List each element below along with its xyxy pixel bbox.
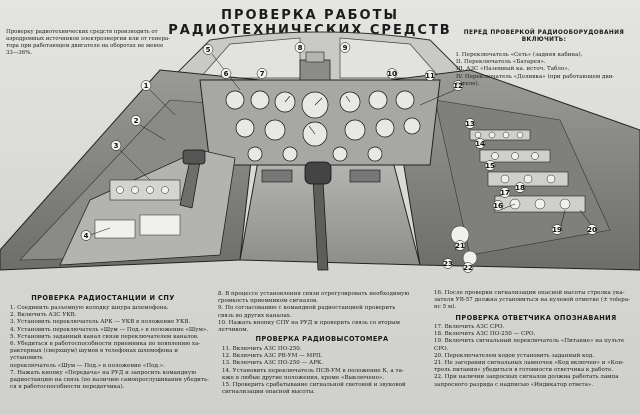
altimeter-heading: ПРОВЕРКА РАДИОВЫСОТОМЕРА [255, 335, 389, 343]
callout-marker [220, 68, 232, 79]
transponder-step: 19. Включить сигнальный переключатель «П… [434, 338, 625, 352]
callout-marker [499, 187, 511, 198]
radio-spu-step: 5. Установить заданный канал связи перек… [10, 333, 199, 340]
altimeter-continuation: 16. После проверки сигнализации опасной … [434, 290, 630, 311]
callout-marker [484, 160, 496, 171]
radio-spu-step: 7. Нажать кнопку «Передача» на РУД и зап… [10, 369, 209, 391]
callout-marker [452, 80, 464, 91]
callout-number: 15 [485, 162, 495, 170]
precheck-heading: ПЕРЕД ПРОВЕРКОЙ РАДИООБОРУДОВАНИЯ ВКЛЮЧИ… [463, 30, 625, 43]
radio-spu-list: 1. Соединить разъемную колодку шнура шле… [10, 305, 210, 391]
callout-number: 18 [515, 184, 525, 192]
callout-number: 5 [206, 46, 211, 54]
callout-number: 22 [463, 264, 473, 272]
spu-continuation-list: 8. В процессе установления связи отрегул… [218, 291, 426, 334]
callout-number: 13 [465, 120, 475, 128]
callout-marker [474, 138, 486, 149]
callout-number: 3 [114, 142, 119, 150]
callout-number: 17 [500, 189, 510, 197]
precheck-item: II. Переключатель «Батарея». [456, 59, 546, 66]
callout-marker [551, 224, 563, 235]
callout-marker [492, 200, 504, 211]
callout-marker [462, 262, 474, 273]
callout-marker [256, 68, 268, 79]
callout-number: 8 [298, 44, 303, 52]
precheck-item: III. АЗС «Наземный ка. источ. Табло». [456, 66, 570, 73]
spu-step: 8. В процессе установления связи отрегул… [218, 291, 410, 305]
callout-number: 2 [134, 117, 139, 125]
altimeter-list: 11. Включить АЗС ПО-250.12. Включить АЗС… [222, 346, 428, 396]
transponder-step: 17. Включить АЗС СРО. [434, 324, 505, 330]
radio-spu-step: 6. Убедиться в работоспособности приемни… [10, 341, 201, 369]
altimeter-step: 11. Включить АЗС ПО-250. [222, 346, 302, 352]
callout-number: 1 [144, 82, 149, 90]
transponder-heading: ПРОВЕРКА ОТВЕТЧИКА ОПОЗНАВАНИЯ [455, 314, 617, 322]
callout-marker [130, 115, 142, 126]
callout-marker [464, 118, 476, 129]
callout-number: 6 [224, 70, 229, 78]
callout-marker [424, 70, 436, 81]
altimeter-step: 13. Включить АЗС ПО-250 — АРК. [222, 360, 324, 367]
callout-marker [514, 182, 526, 193]
radio-spu-step: 4. Установить переключатель «Шум — Под.»… [10, 326, 209, 333]
transponder-list: 17. Включить АЗС СРО.18. Включить АЗС ПО… [434, 324, 638, 389]
intro-note: Проверку радиотехнических средств произв… [6, 29, 170, 56]
callout-marker [294, 42, 306, 53]
callout-number: 11 [425, 72, 435, 80]
callout-number: 7 [260, 70, 265, 78]
altimeter-step: 12. Включить АЗС РВ-УМ — МРП. [222, 353, 323, 360]
transponder-step: 20. Переключателем кодов установить зада… [434, 352, 595, 359]
callout-number: 4 [84, 232, 89, 240]
callout-marker [80, 230, 92, 241]
callout-number: 16 [493, 202, 503, 210]
callout-number: 19 [552, 226, 562, 234]
radio-spu-heading: ПРОВЕРКА РАДИОСТАНЦИИ И СПУ [31, 294, 175, 302]
callout-marker [110, 140, 122, 151]
callout-number: 21 [455, 242, 465, 250]
spu-step: 9. По согласованию с командной радиостан… [218, 305, 396, 319]
precheck-item: IV. Переключатель «Доливка» (при работаю… [456, 73, 615, 87]
altimeter-step: 14. Установить переключатель ПСВ-УМ в по… [222, 367, 404, 381]
callout-number: 14 [475, 140, 485, 148]
callout-marker [386, 68, 398, 79]
radio-spu-step: 3. Установить переключатель АРК — УКВ в … [10, 319, 191, 326]
transponder-step: 22. При наличии запросных сигналов должн… [434, 374, 619, 388]
callout-marker [339, 42, 351, 53]
precheck-item: I. Переключатель «Сеть» (задняя кабина). [456, 52, 583, 58]
callout-marker [454, 240, 466, 251]
precheck-list: I. Переключатель «Сеть» (задняя кабина).… [456, 52, 638, 88]
spu-step: 10. Нажать кнопку СПУ на РУД и проверить… [218, 319, 400, 334]
callout-number: 10 [387, 70, 397, 78]
transponder-step: 21. Не загорании сигнальных лампочек «Ко… [434, 360, 624, 374]
callout-marker [586, 224, 598, 235]
callout-marker [442, 258, 454, 269]
radio-spu-step: 1. Соединить разъемную колодку шнура шле… [10, 305, 169, 311]
callout-number: 20 [587, 226, 597, 234]
callout-marker [202, 44, 214, 55]
callout-number: 23 [443, 260, 453, 268]
radio-spu-step: 2. Включить АЗС УКВ. [10, 312, 77, 319]
callout-marker [140, 80, 152, 91]
altimeter-step: 15. Проверить срабатывание сигнальной св… [222, 382, 408, 396]
callout-number: 12 [453, 82, 463, 90]
callout-number: 9 [343, 44, 348, 52]
transponder-step: 18. Включить АЗС ПО-250 — СРО. [434, 331, 536, 338]
